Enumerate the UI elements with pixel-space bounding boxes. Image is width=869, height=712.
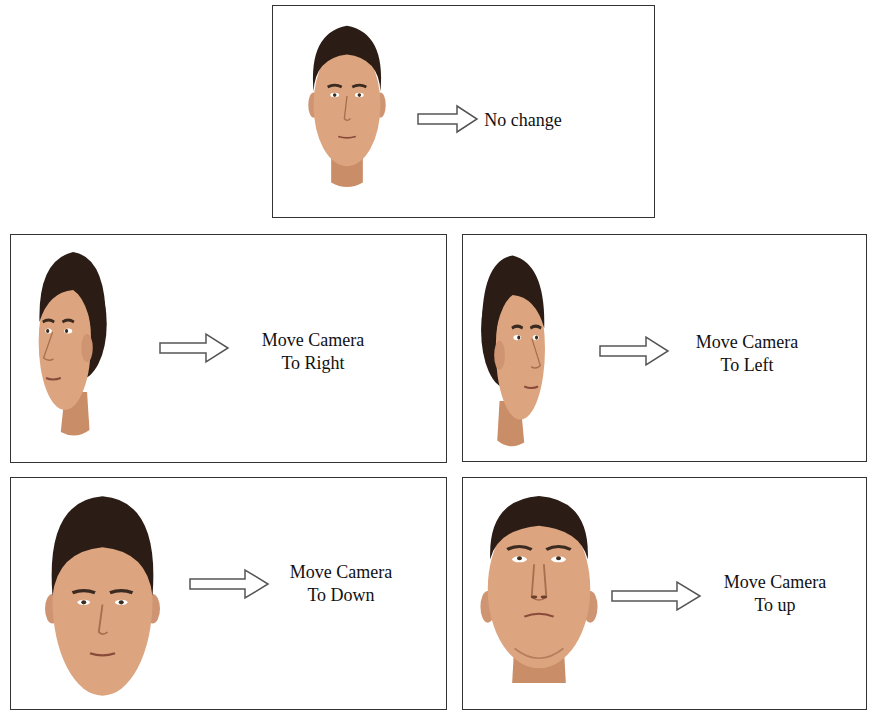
hollow-arrow: [600, 337, 668, 365]
hollow-arrow: [612, 582, 700, 610]
camera-instruction: No change: [463, 109, 583, 132]
camera-instruction: Move Camera To Right: [254, 329, 372, 375]
view-box: No change: [272, 5, 655, 218]
face-from-above: [45, 496, 160, 695]
face-turned-left: [39, 252, 107, 436]
view-box: Move Camera To Right: [10, 234, 447, 463]
hollow-arrow: [190, 570, 268, 598]
view-box: Move Camera To Left: [462, 234, 867, 462]
face-turned-right: [481, 255, 545, 446]
view-box: Move Camera To Down: [10, 477, 447, 710]
hollow-arrow: [418, 106, 477, 132]
face-from-below: [480, 496, 597, 683]
camera-instruction: Move Camera To Left: [688, 331, 806, 377]
camera-instruction: Move Camera To Down: [282, 561, 400, 607]
face-front: [308, 26, 385, 187]
view-box: Move Camera To up: [462, 477, 867, 710]
hollow-arrow: [160, 334, 228, 362]
camera-instruction: Move Camera To up: [716, 571, 834, 617]
